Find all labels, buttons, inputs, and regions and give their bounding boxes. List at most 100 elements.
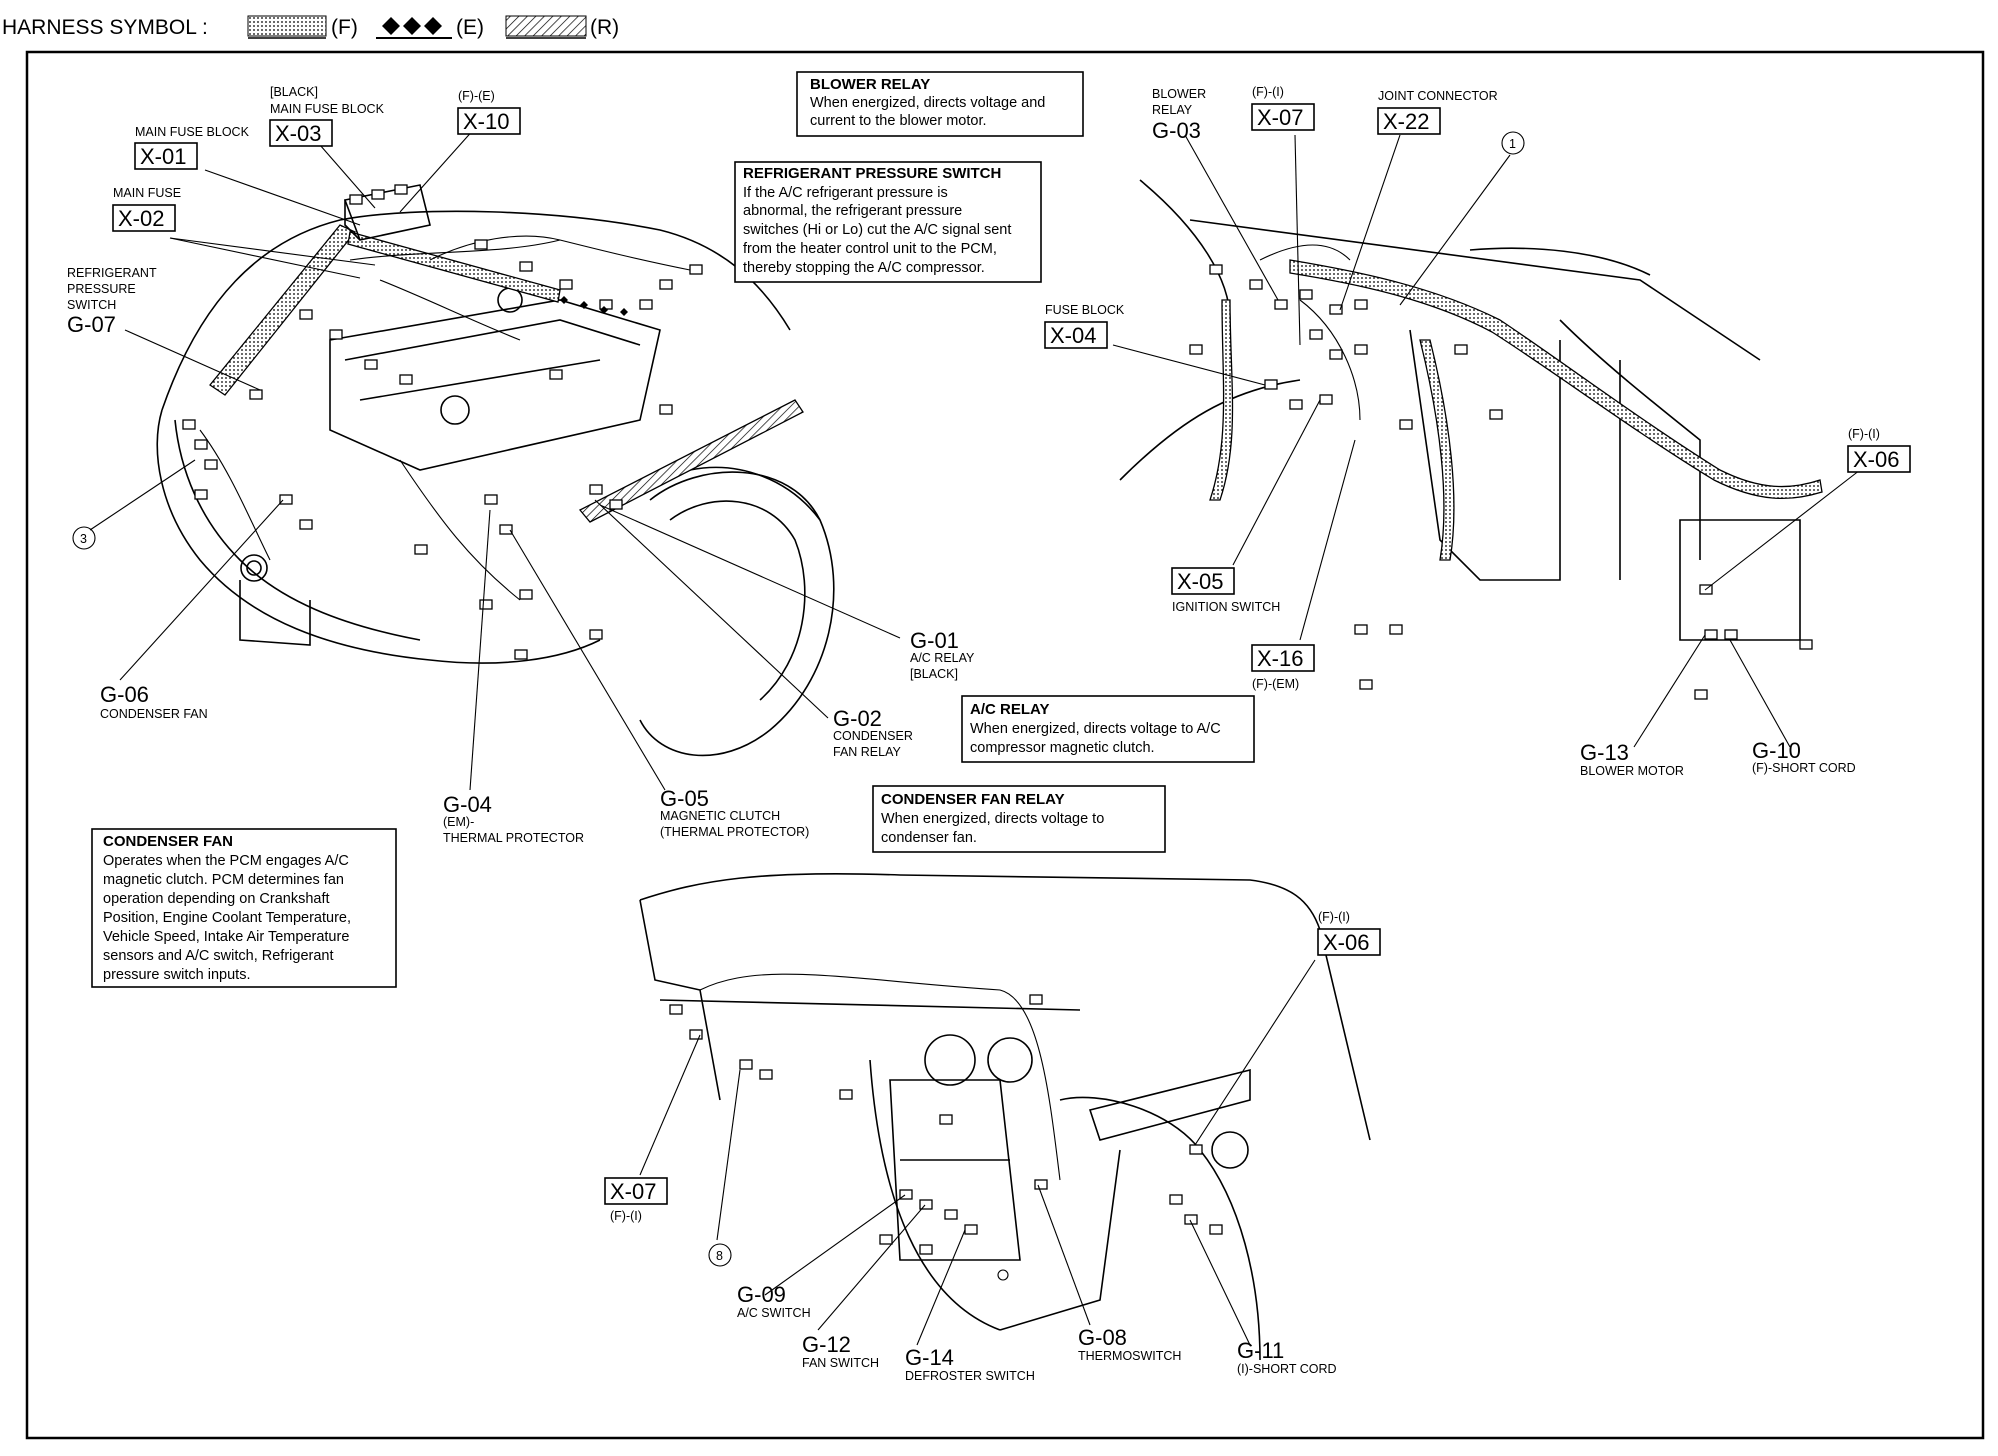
x22-label: JOINT CONNECTOR [1378,89,1498,103]
ac-relay-description: A/C RELAY When energized, directs voltag… [961,695,1255,763]
callout-8-circle [708,1243,732,1267]
x16-label: (F)-(EM) [1252,677,1299,691]
x07b-label: (F)-(I) [610,1209,642,1223]
condenser-fan-description: CONDENSER FAN Operates when the PCM enga… [91,828,397,988]
g09-code: G-09 [737,1282,786,1307]
diagram-frame [25,50,1985,1440]
ac-relay-line-2: compressor magnetic clutch. [970,740,1155,756]
x10-label: (F)-(E) [458,89,495,103]
g05-label-1: MAGNETIC CLUTCH [660,809,780,823]
harness-legend: HARNESS SYMBOL : (F) (E) (R) [2,15,619,39]
x02-label: MAIN FUSE [113,186,181,200]
x05-label: IGNITION SWITCH [1172,600,1280,614]
condenser-fan-line-3: operation depending on Crankshaft [103,891,330,907]
legend-code-e: (E) [456,16,484,39]
x01-box [134,142,198,170]
callout-3: 3 [80,532,87,546]
legend-diamond-swatch [376,17,452,39]
dashboard-rear-drawing [1119,179,1823,700]
x03-code: X-03 [275,121,321,146]
callout-1: 1 [1509,137,1516,151]
x10-box [457,107,521,135]
legend-hatched-swatch [505,15,587,37]
condenser-fan-line-2: magnetic clutch. PCM determines fan [103,872,344,888]
g01-label-2: [BLACK] [910,667,958,681]
g12-code: G-12 [802,1332,851,1357]
blower-relay-line-2: current to the blower motor. [810,113,987,129]
x03-label-1: [BLACK] [270,85,318,99]
x03-label-2: MAIN FUSE BLOCK [270,102,385,116]
blower-relay-title: BLOWER RELAY [810,76,930,93]
condenser-fan-line-1: Operates when the PCM engages A/C [103,853,349,869]
x22-box [1377,107,1441,135]
x07a-box [1251,103,1315,131]
g04-label-1: (EM)- [443,815,474,829]
g04-code: G-04 [443,792,492,817]
x07a-code: X-07 [1257,105,1303,130]
x04-code: X-04 [1050,323,1096,348]
g03-code: G-03 [1152,118,1201,143]
g06-label: CONDENSER FAN [100,707,208,721]
g11-label: (I)-SHORT CORD [1237,1362,1337,1376]
g07-label-2: PRESSURE [67,282,136,296]
g10-code: G-10 [1752,738,1801,763]
g08-code: G-08 [1078,1325,1127,1350]
x05-box [1171,567,1235,595]
g13-label: BLOWER MOTOR [1580,764,1684,778]
x06b-code: X-06 [1323,930,1369,955]
x05-code: X-05 [1177,569,1223,594]
refrigerant-switch-line-3: switches (Hi or Lo) cut the A/C signal s… [743,222,1011,238]
condenser-fan-relay-line-1: When energized, directs voltage to [881,811,1104,827]
x06a-box [1847,445,1911,473]
g08-label: THERMOSWITCH [1078,1349,1181,1363]
condenser-fan-relay-line-2: condenser fan. [881,830,977,846]
g06-code: G-06 [100,682,149,707]
condenser-fan-line-4: Position, Engine Coolant Temperature, [103,910,351,926]
g02-code: G-02 [833,706,882,731]
g02-label-1: CONDENSER [833,729,913,743]
refrigerant-switch-line-1: If the A/C refrigerant pressure is [743,185,948,201]
x06a-code: X-06 [1853,447,1899,472]
g09-label: A/C SWITCH [737,1306,811,1320]
g03-label-2: RELAY [1152,103,1193,117]
x10-code: X-10 [463,109,509,134]
condenser-fan-relay-title: CONDENSER FAN RELAY [881,791,1065,808]
x07b-code: X-07 [610,1179,656,1204]
x03-box [269,119,333,147]
g03-label-1: BLOWER [1152,87,1206,101]
g11-code: G-11 [1237,1338,1284,1363]
condenser-fan-title: CONDENSER FAN [103,833,233,850]
refrigerant-switch-description: REFRIGERANT PRESSURE SWITCH If the A/C r… [734,161,1042,283]
x01-label: MAIN FUSE BLOCK [135,125,250,139]
g01-code: G-01 [910,628,959,653]
x16-code: X-16 [1257,646,1303,671]
x16-box [1251,644,1315,672]
g07-label-3: SWITCH [67,298,116,312]
refrigerant-switch-title: REFRIGERANT PRESSURE SWITCH [743,165,1001,182]
g02-label-2: FAN RELAY [833,745,902,759]
legend-code-r: (R) [590,16,619,39]
x07b-box [604,1177,668,1205]
g14-label: DEFROSTER SWITCH [905,1369,1035,1383]
refrigerant-switch-line-4: from the heater control unit to the PCM, [743,241,997,257]
callout-8: 8 [716,1249,723,1263]
callout-1-circle [1501,131,1525,155]
condenser-fan-line-6: sensors and A/C switch, Refrigerant [103,948,334,964]
g04-label-2: THERMAL PROTECTOR [443,831,584,845]
legend-title: HARNESS SYMBOL : [2,16,208,39]
leader-lines [89,127,1861,1346]
g07-label-1: REFRIGERANT [67,266,157,280]
x01-code: X-01 [140,144,186,169]
x07a-label: (F)-(I) [1252,85,1284,99]
condenser-fan-relay-description: CONDENSER FAN RELAY When energized, dire… [872,785,1166,853]
ac-relay-title: A/C RELAY [970,701,1049,718]
refrigerant-switch-line-2: abnormal, the refrigerant pressure [743,203,962,219]
g07-code: G-07 [67,312,116,337]
g12-label: FAN SWITCH [802,1356,879,1370]
x06a-label: (F)-(I) [1848,427,1880,441]
refrigerant-switch-line-5: thereby stopping the A/C compressor. [743,260,985,276]
legend-code-f: (F) [331,16,358,39]
engine-compartment-drawing [156,184,835,757]
blower-relay-line-1: When energized, directs voltage and [810,95,1045,111]
